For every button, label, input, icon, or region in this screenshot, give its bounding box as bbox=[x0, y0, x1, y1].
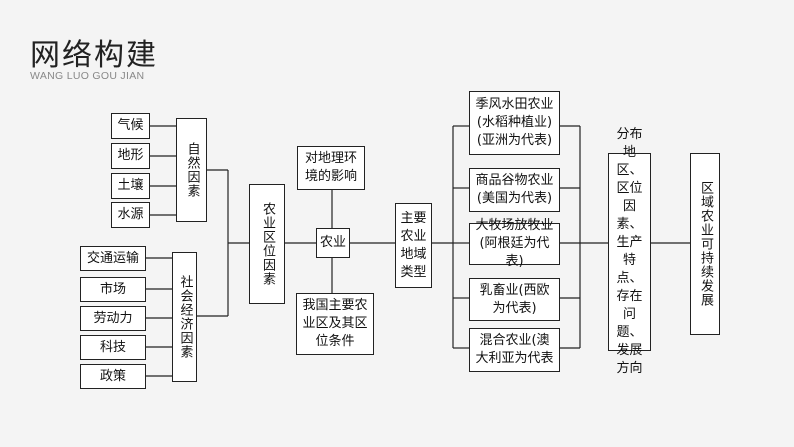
factor-policy: 政策 bbox=[80, 364, 146, 389]
type-monsoon-paddy: 季风水田农业(水稻种植业)(亚洲为代表) bbox=[469, 91, 560, 155]
factor-water: 水源 bbox=[111, 202, 150, 228]
type-commercial-grain: 商品谷物农业(美国为代表) bbox=[469, 168, 560, 212]
factor-labor: 劳动力 bbox=[80, 306, 146, 331]
sustainable-development-box: 区域农业可持续发展 bbox=[690, 153, 720, 335]
page-title: 网络构建 bbox=[30, 38, 158, 73]
geo-impact-box: 对地理环境的影响 bbox=[297, 146, 365, 190]
type-ranching: 大牧场放牧业(阿根廷为代表) bbox=[469, 218, 560, 269]
agri-location-factors: 农业区位因素 bbox=[249, 184, 285, 304]
natural-factors-group: 自然因素 bbox=[176, 118, 207, 222]
main-types-box: 主要农业地域类型 bbox=[395, 203, 432, 288]
page-subtitle: WANG LUO GOU JIAN bbox=[30, 70, 145, 82]
type-dairy: 乳畜业(西欧为代表) bbox=[469, 278, 560, 321]
factor-technology: 科技 bbox=[80, 335, 146, 360]
agriculture-box: 农业 bbox=[316, 228, 350, 258]
factor-terrain: 地形 bbox=[111, 143, 150, 169]
factor-transport: 交通运输 bbox=[80, 246, 146, 271]
main-regions-box: 我国主要农业区及其区位条件 bbox=[296, 293, 374, 355]
factor-market: 市场 bbox=[80, 277, 146, 302]
features-box: 分布地区、区位因素、生产特点、存在问题、发展方向 bbox=[608, 127, 651, 376]
factor-soil: 土壤 bbox=[111, 173, 150, 199]
type-mixed-farming: 混合农业(澳大利亚为代表 bbox=[469, 328, 560, 372]
factor-climate: 气候 bbox=[111, 113, 150, 139]
social-economic-factors-group: 社会经济因素 bbox=[172, 252, 197, 382]
